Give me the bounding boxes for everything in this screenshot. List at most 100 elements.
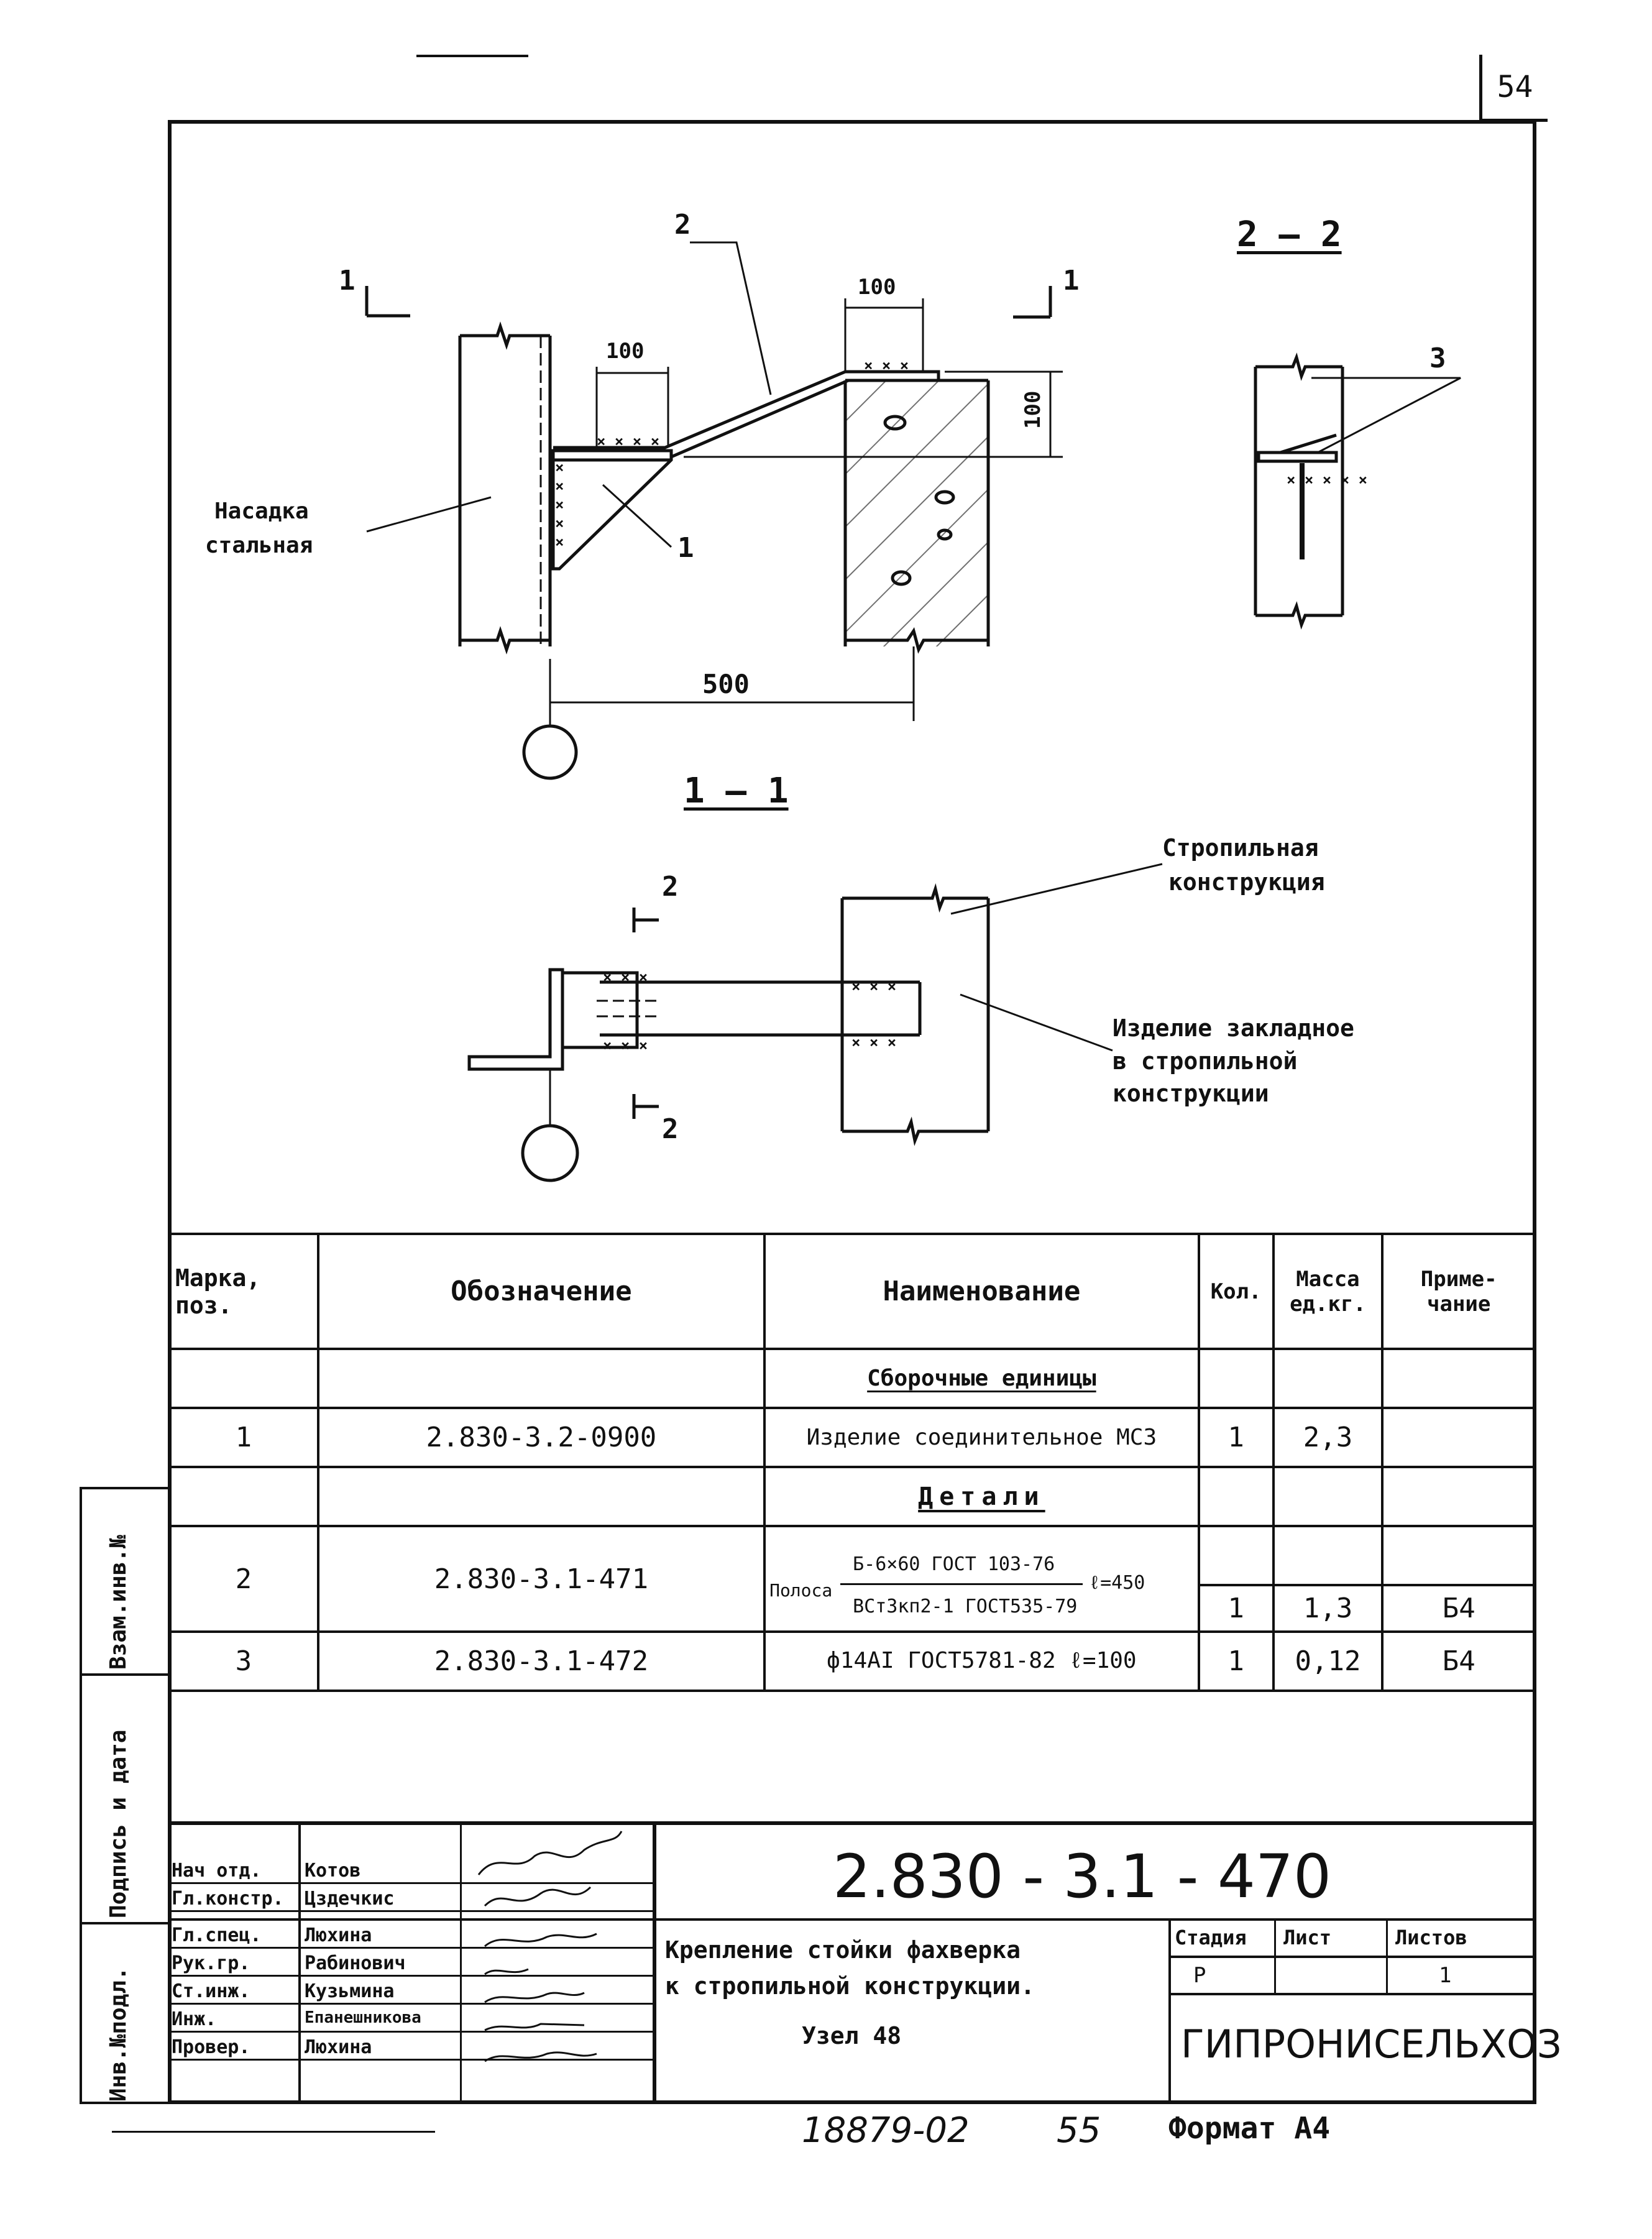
- document-code: 2.830 - 3.1 - 470: [833, 1842, 1332, 1911]
- specification-table: Марка, поз. Обозначение Наименование Кол…: [168, 1233, 1536, 1692]
- row3-mass: 0,12: [1272, 1630, 1384, 1692]
- svg-text:× × ×: × × ×: [864, 357, 909, 374]
- sig-name-2: Цздечкис: [305, 1888, 395, 1910]
- grid-axis-circle-top: [522, 724, 578, 780]
- side-text-podpis: Подпись и дата: [106, 1729, 131, 1918]
- row2-mass: 1,3: [1272, 1584, 1384, 1633]
- label-nasadka-line1: Насадка: [214, 499, 309, 524]
- header-designation: Обозначение: [316, 1233, 766, 1350]
- top-stroke: [416, 55, 528, 57]
- section-1-1-title: 1 – 1: [684, 771, 789, 811]
- svg-text:×: ×: [555, 496, 564, 513]
- sig-name-1: Котов: [305, 1860, 361, 1882]
- row2-note: Б4: [1381, 1584, 1536, 1633]
- position-3-label: 3: [1429, 343, 1446, 374]
- sheet-label: Лист: [1283, 1926, 1332, 1949]
- row3-mark: 3: [168, 1630, 319, 1692]
- footer-handwritten-number: 18879-02: [802, 2110, 970, 2151]
- stage-label: Стадия: [1175, 1926, 1247, 1949]
- signature-row: Гл.спец. Люхина: [168, 1921, 653, 1949]
- header-name: Наименование: [763, 1233, 1200, 1350]
- row2-qty: 1: [1197, 1584, 1275, 1633]
- sig-name-4: Рабинович: [305, 1952, 406, 1974]
- table-header-row: Марка, поз. Обозначение Наименование Кол…: [168, 1233, 1536, 1350]
- row1-mass: 2,3: [1272, 1407, 1384, 1468]
- svg-text:×: ×: [555, 459, 564, 476]
- position-2-label: 2: [674, 209, 691, 241]
- section-1-1-view: [467, 883, 990, 1146]
- sig-name-7: Люхина: [305, 2036, 372, 2058]
- sig-name-6: Епанешникова: [305, 2008, 421, 2027]
- signature-scribbles: [477, 1831, 623, 2062]
- position-1-label: 1: [677, 532, 694, 564]
- svg-text:×: ×: [555, 515, 564, 532]
- row1-designation: 2.830-3.2-0900: [316, 1407, 766, 1468]
- row3-designation: 2.830-3.1-472: [316, 1630, 766, 1692]
- table-row: 1 1,3 Б4: [169, 1584, 1536, 1633]
- svg-text:× × × ×: × × × ×: [597, 433, 659, 450]
- sig-name-5: Кузьмина: [305, 1980, 395, 2002]
- header-mass: Масса ед.кг.: [1272, 1233, 1384, 1350]
- row1-mark: 1: [168, 1407, 319, 1468]
- label-nasadka-line2: стальная: [205, 533, 313, 558]
- sig-role-2: Гл.констр.: [172, 1888, 284, 1910]
- sig-role-3: Гл.спец.: [172, 1924, 262, 1946]
- steel-column: [458, 321, 552, 655]
- sig-role-1: Нач отд.: [172, 1860, 262, 1882]
- side-text-vzam: Взам.инв.№: [106, 1535, 131, 1670]
- section-details-title: Детали: [763, 1466, 1200, 1527]
- header-note: Приме- чание: [1381, 1233, 1536, 1350]
- cut-mark-right-label: 1: [1063, 265, 1080, 297]
- sheets-value: 1: [1439, 1963, 1452, 1988]
- sig-role-6: Инж.: [172, 2008, 217, 2030]
- drawing-canvas: ××××× × × × × × × × × × × × × × × ×× × ×…: [365, 241, 1461, 1182]
- side-text-inv: Инв.№подл.: [106, 1967, 131, 2102]
- drawing-frame: [168, 120, 1536, 2104]
- leaders: [366, 241, 1461, 1052]
- header-qty: Кол.: [1197, 1233, 1275, 1350]
- signature-row: Нач отд. Котов: [168, 1856, 653, 1884]
- concrete-block: [843, 379, 990, 654]
- cut-mark-1-1: [365, 286, 1052, 319]
- side-cell-podpis: Подпись и дата: [82, 1676, 170, 1924]
- row1-name: Изделие соединительное МС3: [763, 1407, 1200, 1468]
- svg-text:×: ×: [555, 533, 564, 551]
- row2-name-cell: Полоса Б-6×60 ГОСТ 103-76 ℓ=450 ВСт3кп2-…: [763, 1525, 1200, 1633]
- row3-note: Б4: [1381, 1630, 1536, 1692]
- label-izdelie-line1: Изделие закладное: [1113, 1014, 1354, 1042]
- svg-text:×: ×: [555, 477, 564, 495]
- section-row-assembly: Сборочные единицы: [168, 1348, 1536, 1409]
- dim-label-100-right: 100: [1021, 390, 1045, 429]
- bracket-pos-1: [551, 449, 673, 571]
- svg-text:× × ×: × × ×: [851, 978, 896, 995]
- cut-2-bottom-label: 2: [662, 1113, 679, 1145]
- footer-page-number: 55: [1057, 2110, 1101, 2151]
- side-cell-inv: Инв.№подл.: [82, 1924, 170, 2107]
- label-stropil-line1: Стропильная: [1162, 834, 1319, 862]
- row2-designation: 2.830-3.1-471: [316, 1525, 766, 1633]
- bottom-stroke: [112, 2131, 435, 2133]
- signature-row: Инж. Епанешникова: [168, 2005, 653, 2033]
- row2-name-prefix: Полоса: [769, 1580, 833, 1601]
- svg-text:× × ×: × × ×: [851, 1034, 896, 1051]
- sig-role-4: Рук.гр.: [172, 1952, 250, 1974]
- grid-axis-circle-bottom: [521, 1124, 579, 1182]
- signature-row: Рук.гр. Рабинович: [168, 1949, 653, 1977]
- sig-name-3: Люхина: [305, 1924, 372, 1946]
- title-block: Нач отд. Котов Гл.констр. Цздечкис Гл.сп…: [168, 1821, 1562, 2104]
- dimensions: [549, 298, 1063, 721]
- row1-note: [1381, 1407, 1536, 1468]
- title-line-2: к стропильной конструкции.: [665, 1972, 1035, 2000]
- dim-label-100-left: 100: [606, 339, 645, 364]
- svg-text:× × × × ×: × × × × ×: [1287, 471, 1367, 489]
- section-2-2-view: [1254, 352, 1344, 630]
- svg-text:× × ×: × × ×: [603, 1037, 648, 1054]
- section-assembly-title: Сборочные единицы: [763, 1348, 1200, 1409]
- organization-name: ГИПРОНИСЕЛЬХОЗ: [1181, 2021, 1562, 2067]
- label-stropil-line2: конструкция: [1168, 868, 1325, 896]
- dim-label-100-top: 100: [858, 275, 896, 300]
- row2-fraction-bar: [840, 1583, 1083, 1585]
- side-cell-vzam: Взам.инв.№: [82, 1489, 170, 1676]
- label-izdelie-line3: конструкции: [1113, 1080, 1269, 1107]
- cut-mark-left-label: 1: [339, 265, 356, 297]
